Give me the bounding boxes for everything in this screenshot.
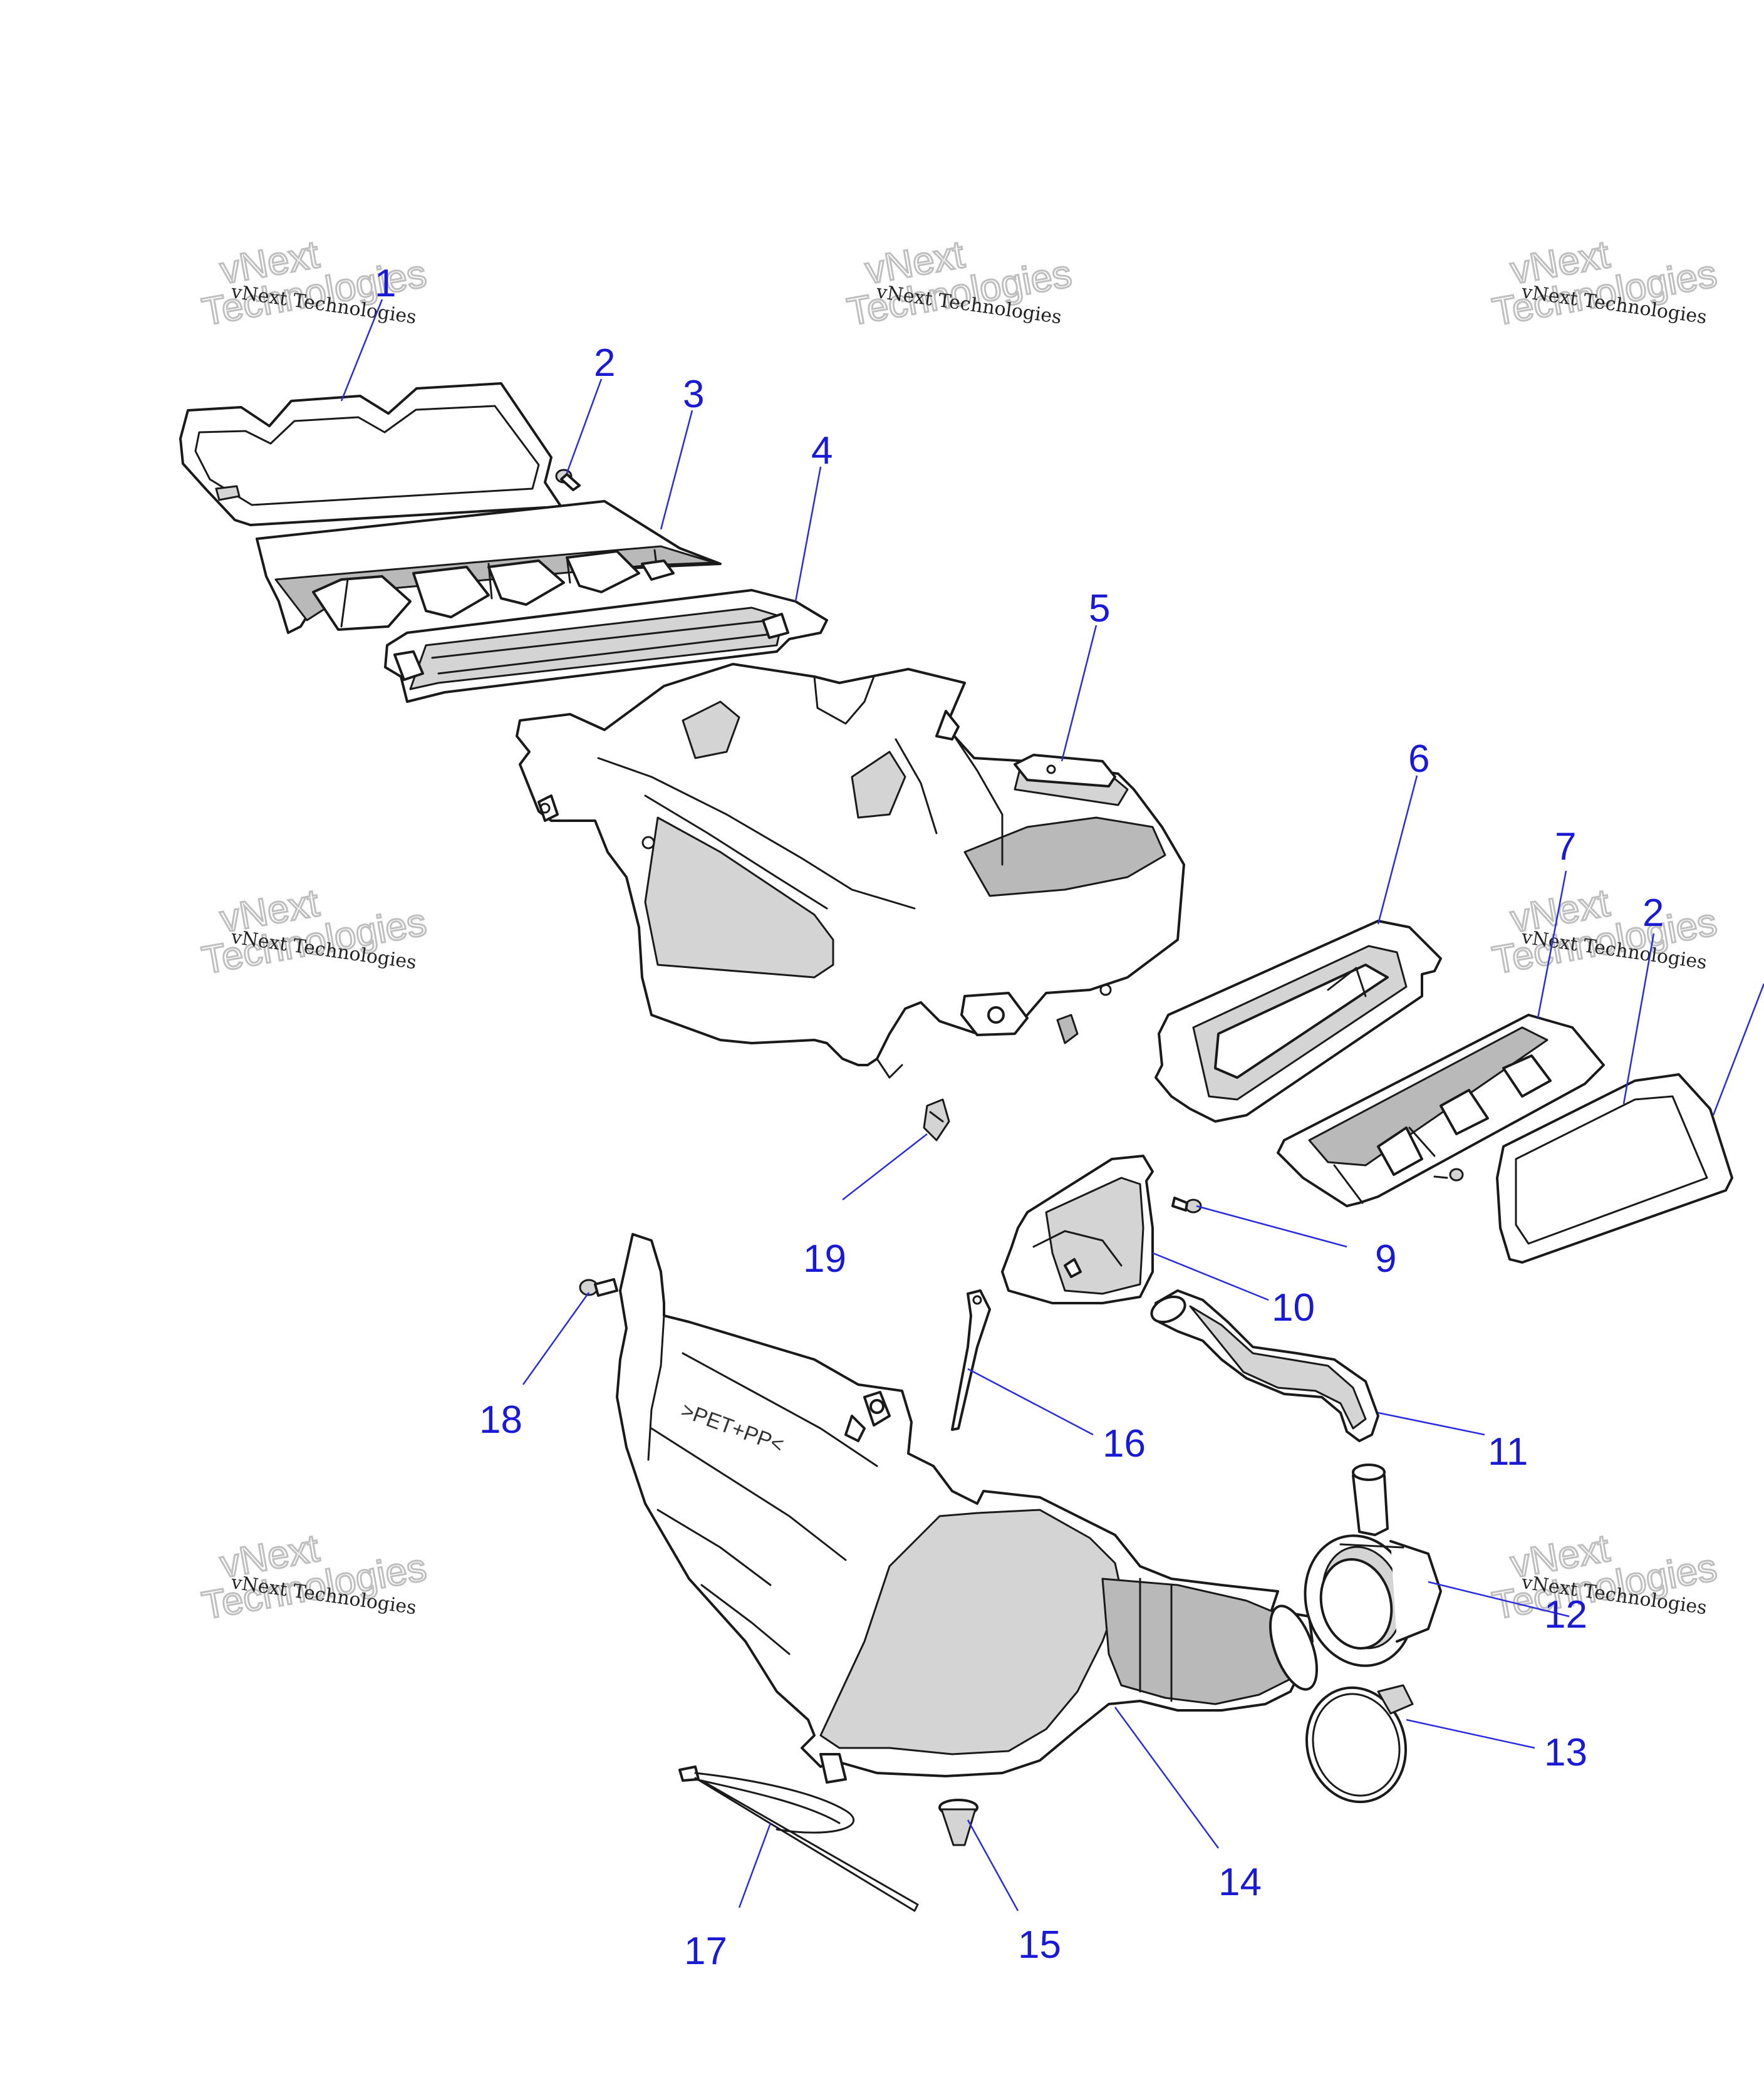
callout-18: 18 (479, 1398, 522, 1442)
part-5-airbox-housing (516, 663, 1185, 1079)
part-6-right-duct (1154, 920, 1442, 1123)
callout-16: 16 (1102, 1422, 1146, 1465)
part-17-cable-tie (678, 1765, 919, 1912)
callout-5: 5 (1089, 587, 1110, 630)
callout-3: 3 (683, 373, 704, 416)
callout-11: 11 (1488, 1430, 1528, 1474)
part-1-grille-frame (179, 382, 571, 526)
part-2-screw-upper (555, 469, 581, 491)
part-11-hose (1150, 1289, 1379, 1442)
part-19-clip (923, 1098, 950, 1141)
callout-4: 4 (811, 429, 833, 472)
callout-2-upper: 2 (594, 341, 615, 385)
callout-1: 1 (375, 262, 396, 305)
part-9-screw (1171, 1197, 1202, 1214)
callout-6: 6 (1408, 737, 1429, 781)
callout-17: 17 (684, 1930, 727, 1973)
part-14-lower-duct: >PET+PP< (616, 1233, 1318, 1784)
leader-lines (340, 299, 1764, 1911)
callout-10: 10 (1272, 1286, 1315, 1329)
part-10-bracket (1001, 1155, 1154, 1304)
part-18-push-pin (579, 1278, 618, 1297)
callout-15: 15 (1018, 1923, 1061, 1967)
part-15-grommet (938, 1799, 978, 1846)
callout-19: 19 (803, 1237, 846, 1281)
callout-14: 14 (1218, 1861, 1262, 1904)
callout-2-right: 2 (1642, 892, 1664, 935)
callout-9: 9 (1375, 1237, 1396, 1281)
part-7-right-louver (1277, 1014, 1605, 1207)
callout-12: 12 (1544, 1593, 1587, 1636)
part-16-tie-tag (951, 1289, 991, 1431)
callout-7: 7 (1555, 825, 1576, 868)
part-12-coupler (1304, 1464, 1442, 1667)
callout-13: 13 (1544, 1731, 1587, 1774)
part-8-right-gasket (1496, 1073, 1733, 1264)
callout-labels: 1 2 3 4 5 6 7 2 9 10 11 16 19 18 12 13 1… (375, 262, 1664, 1973)
part-13-hose-clamp (1305, 1684, 1414, 1804)
part-3-intake-louver (256, 500, 722, 634)
